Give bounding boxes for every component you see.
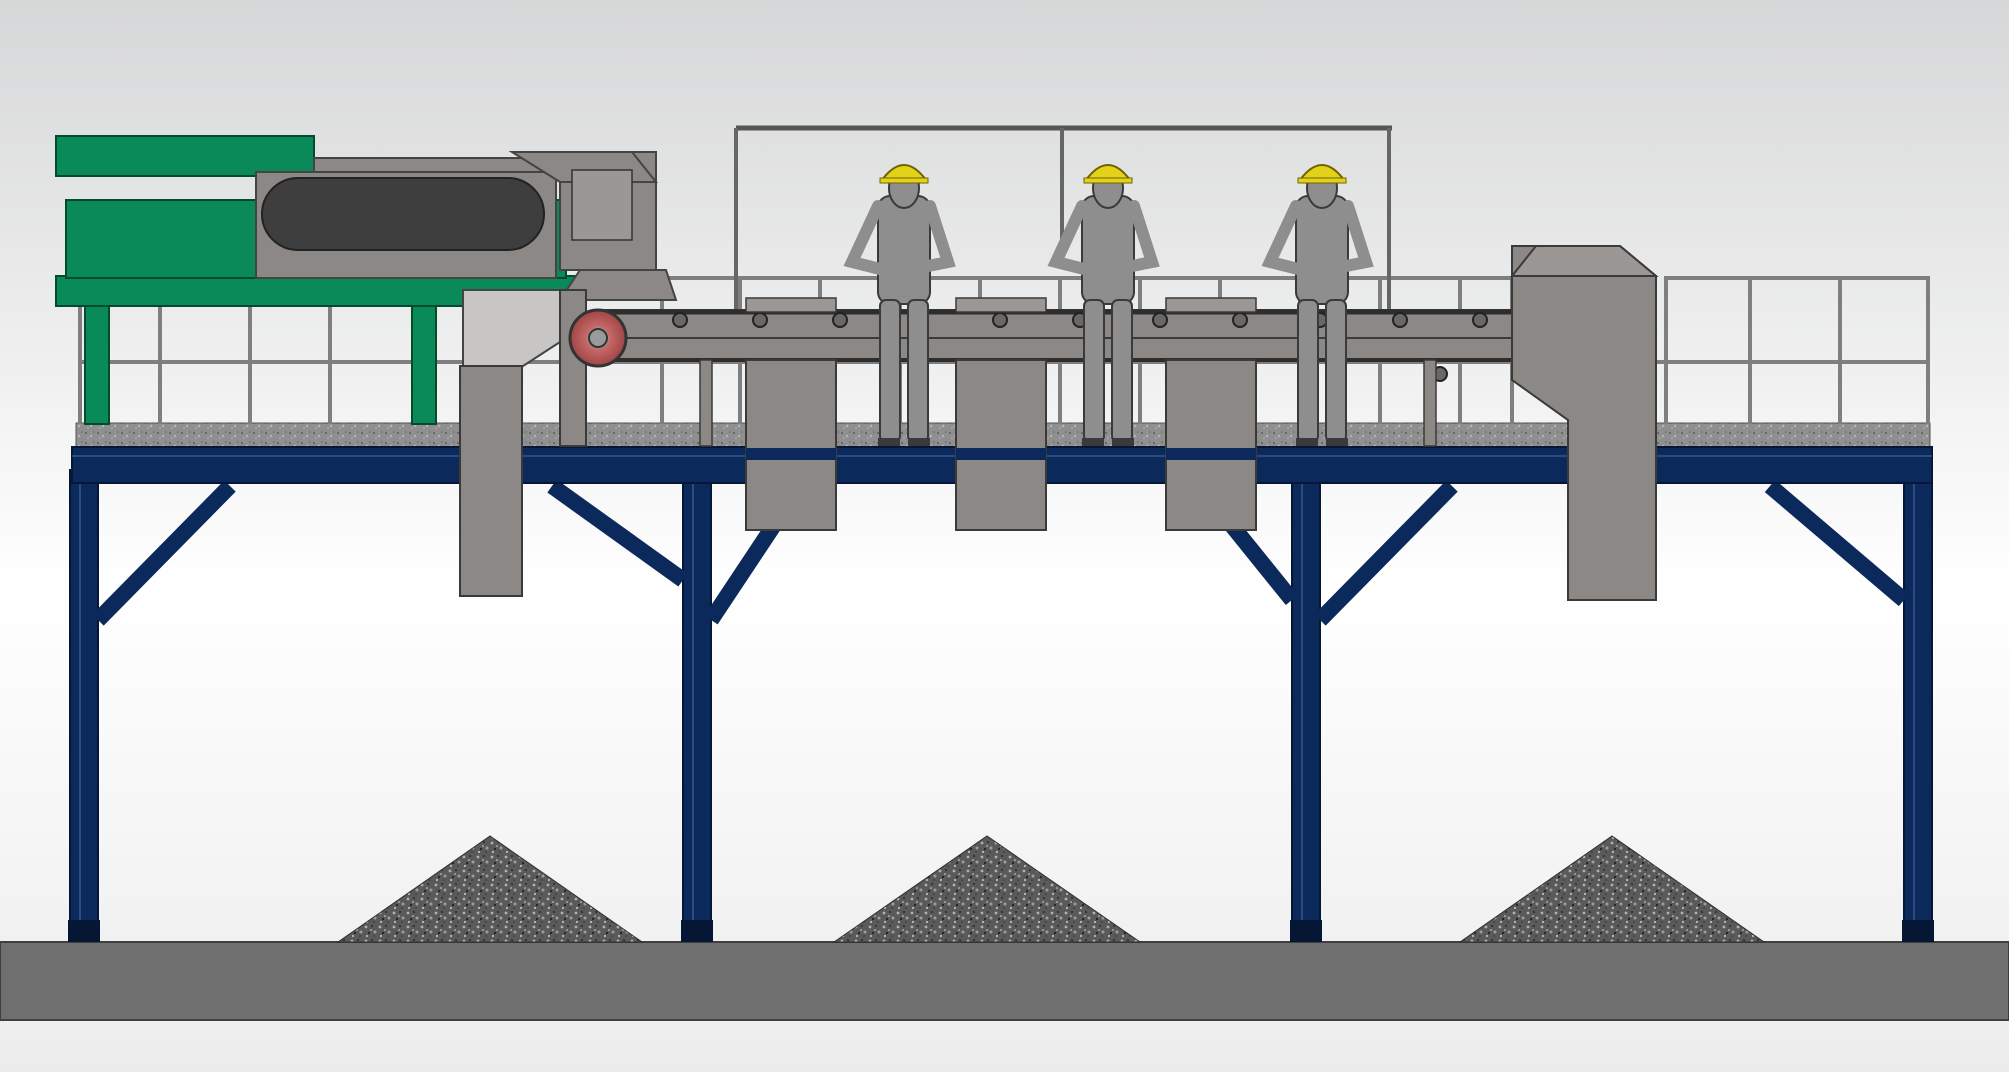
picking-hopper-lip-3 [1165, 297, 1257, 313]
brace-2 [547, 479, 688, 587]
drop-chute-band-2 [956, 448, 1046, 460]
screening-machine [55, 135, 678, 597]
worker-arm-right [1116, 200, 1160, 274]
worker-2 [1047, 164, 1160, 446]
drop-chutes [745, 359, 1257, 531]
column-3 [1291, 469, 1321, 941]
column-2 [682, 469, 712, 941]
worker-leg-right [907, 299, 929, 443]
picking-hopper-lip-1 [745, 297, 837, 313]
worker-arm-left [843, 200, 890, 276]
column-1 [69, 469, 99, 941]
worker-leg-left [1297, 299, 1319, 443]
brace-5 [1314, 480, 1458, 626]
worker-leg-right [1111, 299, 1133, 443]
idler-3 [832, 312, 848, 328]
brace-1 [92, 480, 236, 626]
worker-arm-right [912, 200, 956, 274]
drop-chute-2 [955, 359, 1047, 531]
column-foot-4 [1902, 920, 1934, 942]
worker-arm-left [1261, 200, 1308, 276]
support-frame [68, 469, 1934, 942]
machine-leg-left [84, 303, 110, 425]
brace-6 [1764, 479, 1910, 607]
column-foot-1 [68, 920, 100, 942]
inspection-panel [571, 169, 633, 241]
material-pile-3 [1458, 835, 1766, 943]
worker-arm-left [1047, 200, 1094, 276]
worker-leg-left [1083, 299, 1105, 443]
pulley-hub-1 [588, 328, 608, 348]
idler-1 [672, 312, 688, 328]
drop-chute-3 [1165, 359, 1257, 531]
worker-boot-left [1082, 438, 1104, 446]
column-4 [1903, 469, 1933, 941]
ground-slab [0, 941, 2009, 1021]
conveyor-leg-2 [1423, 359, 1437, 447]
idler-2 [752, 312, 768, 328]
worker-torso [877, 195, 931, 305]
worker-boot-left [878, 438, 900, 446]
column-foot-2 [681, 920, 713, 942]
idler-5 [992, 312, 1008, 328]
worker-1 [843, 164, 956, 446]
workers [843, 164, 1374, 446]
worker-leg-left [879, 299, 901, 443]
worker-leg-right [1325, 299, 1347, 443]
worker-boot-left [1296, 438, 1318, 446]
worker-boot-right [908, 438, 930, 446]
machine-leg-right [411, 303, 437, 425]
picking-conveyor [568, 297, 1606, 447]
worker-torso [1081, 195, 1135, 305]
column-foot-3 [1290, 920, 1322, 942]
worker-arm-right [1330, 200, 1374, 274]
idler-11 [1472, 312, 1488, 328]
worker-boot-right [1326, 438, 1348, 446]
material-pile-1 [336, 835, 644, 943]
picking-hopper-lip-2 [955, 297, 1047, 313]
idler-7 [1152, 312, 1168, 328]
drum-window [261, 177, 545, 251]
canopy-frame [734, 125, 1392, 310]
worker-3 [1261, 164, 1374, 446]
worker-boot-right [1112, 438, 1134, 446]
material-piles [336, 835, 1766, 943]
helmet-brim [1083, 177, 1133, 184]
machine-hood [55, 135, 315, 177]
drop-chute-band-3 [1166, 448, 1256, 460]
chute-downpipe [459, 365, 523, 597]
worker-torso [1295, 195, 1349, 305]
head-chute [1509, 245, 1659, 601]
helmet-brim [1297, 177, 1347, 184]
idler-8 [1232, 312, 1248, 328]
helmet-brim [879, 177, 929, 184]
drop-chute-band-1 [746, 448, 836, 460]
conveyor-leg-1 [699, 359, 713, 447]
transfer-chute [462, 289, 572, 369]
head-chute-hood [1509, 245, 1659, 277]
drop-chute-1 [745, 359, 837, 531]
idler-10 [1392, 312, 1408, 328]
material-pile-2 [832, 835, 1142, 943]
